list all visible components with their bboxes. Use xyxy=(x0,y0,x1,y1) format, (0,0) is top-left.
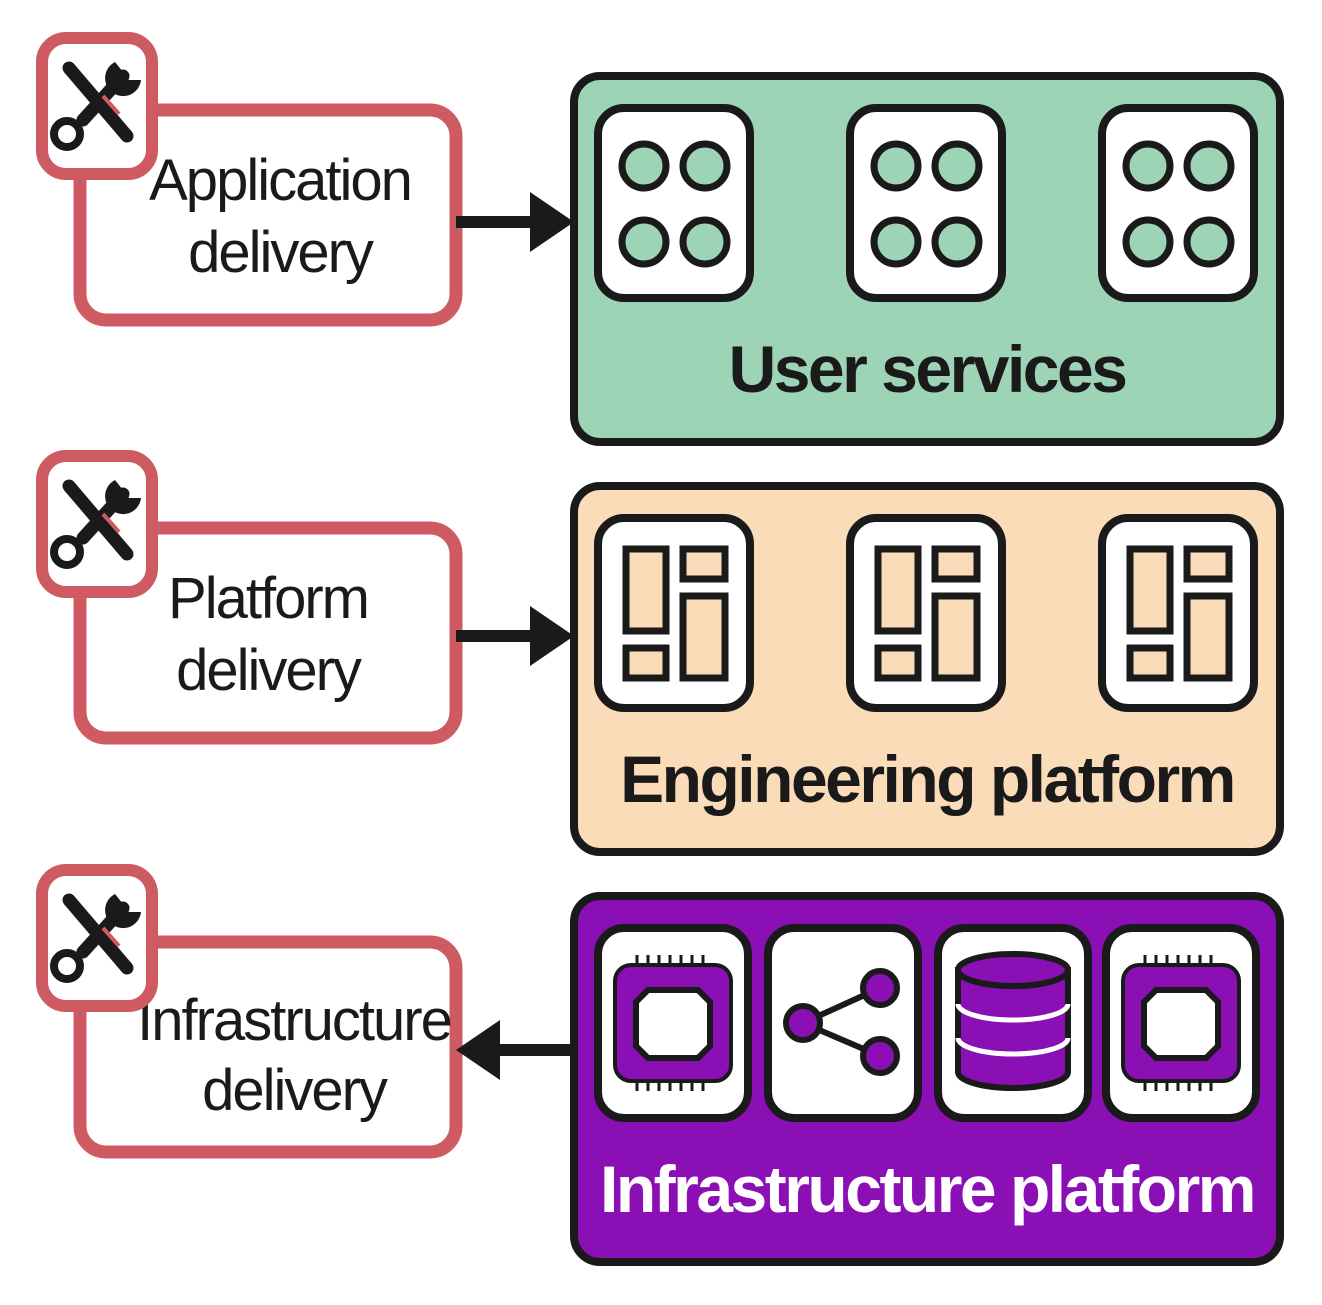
tools-icon xyxy=(36,450,158,598)
platform-delivery-label-line2: delivery xyxy=(176,638,362,703)
chip-icon xyxy=(1121,955,1241,1091)
database-icon xyxy=(955,951,1071,1091)
infrastructure-delivery-box: Infrastructure delivery xyxy=(73,935,463,1159)
service-tile xyxy=(846,104,1006,302)
infrastructure-delivery-label-line2: delivery xyxy=(202,1058,388,1123)
infrastructure-platform-label: Infrastructure platform xyxy=(600,1152,1254,1226)
share-tile xyxy=(764,924,922,1122)
application-delivery-label-line2: delivery xyxy=(188,220,374,285)
engineering-platform-label: Engineering platform xyxy=(620,742,1234,816)
engineering-platform-box: Engineering platform xyxy=(570,482,1284,856)
chip-icon xyxy=(613,955,733,1091)
layout-panels-icon xyxy=(874,545,981,682)
service-tile xyxy=(594,104,754,302)
service-tile xyxy=(1098,104,1258,302)
layout-panels-icon xyxy=(1126,545,1233,682)
arrow-application-to-user-services xyxy=(456,192,574,252)
four-circles-icon xyxy=(1122,140,1235,268)
row-infrastructure: Infrastructure delivery xyxy=(36,864,1284,1266)
tools-icon xyxy=(36,864,158,1012)
layout-tile xyxy=(846,514,1006,712)
platform-delivery-label-line1: Platform xyxy=(168,566,368,631)
infrastructure-platform-box: Infrastructure platform xyxy=(570,892,1284,1266)
arrow-platform-to-engineering xyxy=(456,606,574,666)
four-circles-icon xyxy=(618,140,731,268)
layout-tile xyxy=(594,514,754,712)
chip-tile xyxy=(594,924,752,1122)
chip-tile xyxy=(1102,924,1260,1122)
arrow-infrastructure-to-delivery xyxy=(456,1020,574,1080)
user-services-box: User services xyxy=(570,72,1284,446)
share-icon xyxy=(783,968,900,1076)
row-platform: Platform delivery xyxy=(36,450,1284,856)
user-services-label: User services xyxy=(729,332,1126,406)
layout-panels-icon xyxy=(622,545,729,682)
four-circles-icon xyxy=(870,140,983,268)
database-tile xyxy=(934,924,1092,1122)
layout-tile xyxy=(1098,514,1258,712)
row-application: Application delivery xyxy=(36,32,1284,446)
tools-icon xyxy=(36,32,158,180)
application-delivery-label-line1: Application xyxy=(149,148,411,213)
infrastructure-delivery-label-line1: Infrastructure xyxy=(137,988,451,1053)
platform-delivery-box: Platform delivery xyxy=(73,521,463,745)
application-delivery-box: Application delivery xyxy=(73,103,463,327)
